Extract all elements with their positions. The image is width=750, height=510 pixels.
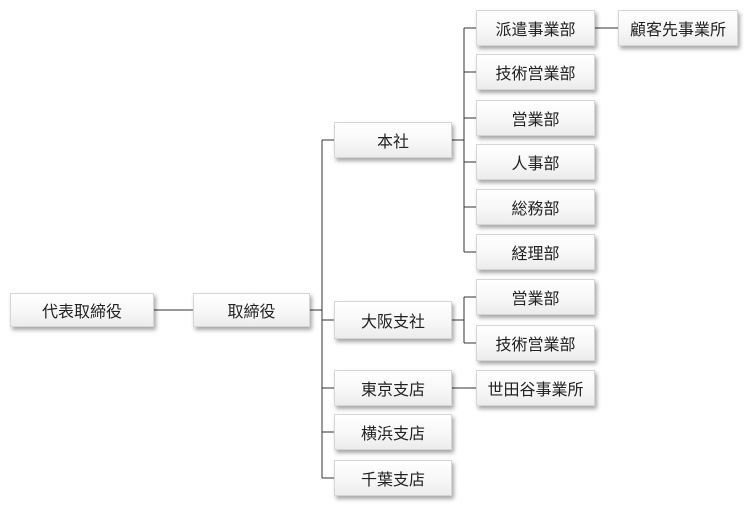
node-hq-gijutsu: 技術営業部 — [476, 54, 595, 90]
node-osaka: 大阪支社 — [334, 301, 452, 339]
node-somu: 総務部 — [476, 189, 595, 225]
node-hq: 本社 — [334, 122, 452, 158]
node-jinji: 人事部 — [476, 144, 595, 180]
node-yokohama: 横浜支店 — [334, 414, 452, 450]
node-keiri: 経理部 — [476, 234, 595, 270]
node-chiba: 千葉支店 — [334, 460, 452, 496]
node-osaka-gijutsu: 技術営業部 — [476, 325, 595, 361]
node-setagaya: 世田谷事業所 — [476, 370, 595, 406]
node-ceo: 代表取締役 — [10, 293, 154, 327]
node-director: 取締役 — [193, 293, 310, 327]
node-tokyo: 東京支店 — [334, 370, 452, 406]
node-osaka-eigyo: 営業部 — [476, 279, 595, 315]
node-haken: 派遣事業部 — [476, 10, 595, 46]
node-hq-eigyo: 営業部 — [476, 100, 595, 136]
node-client: 顧客先事業所 — [618, 10, 738, 46]
